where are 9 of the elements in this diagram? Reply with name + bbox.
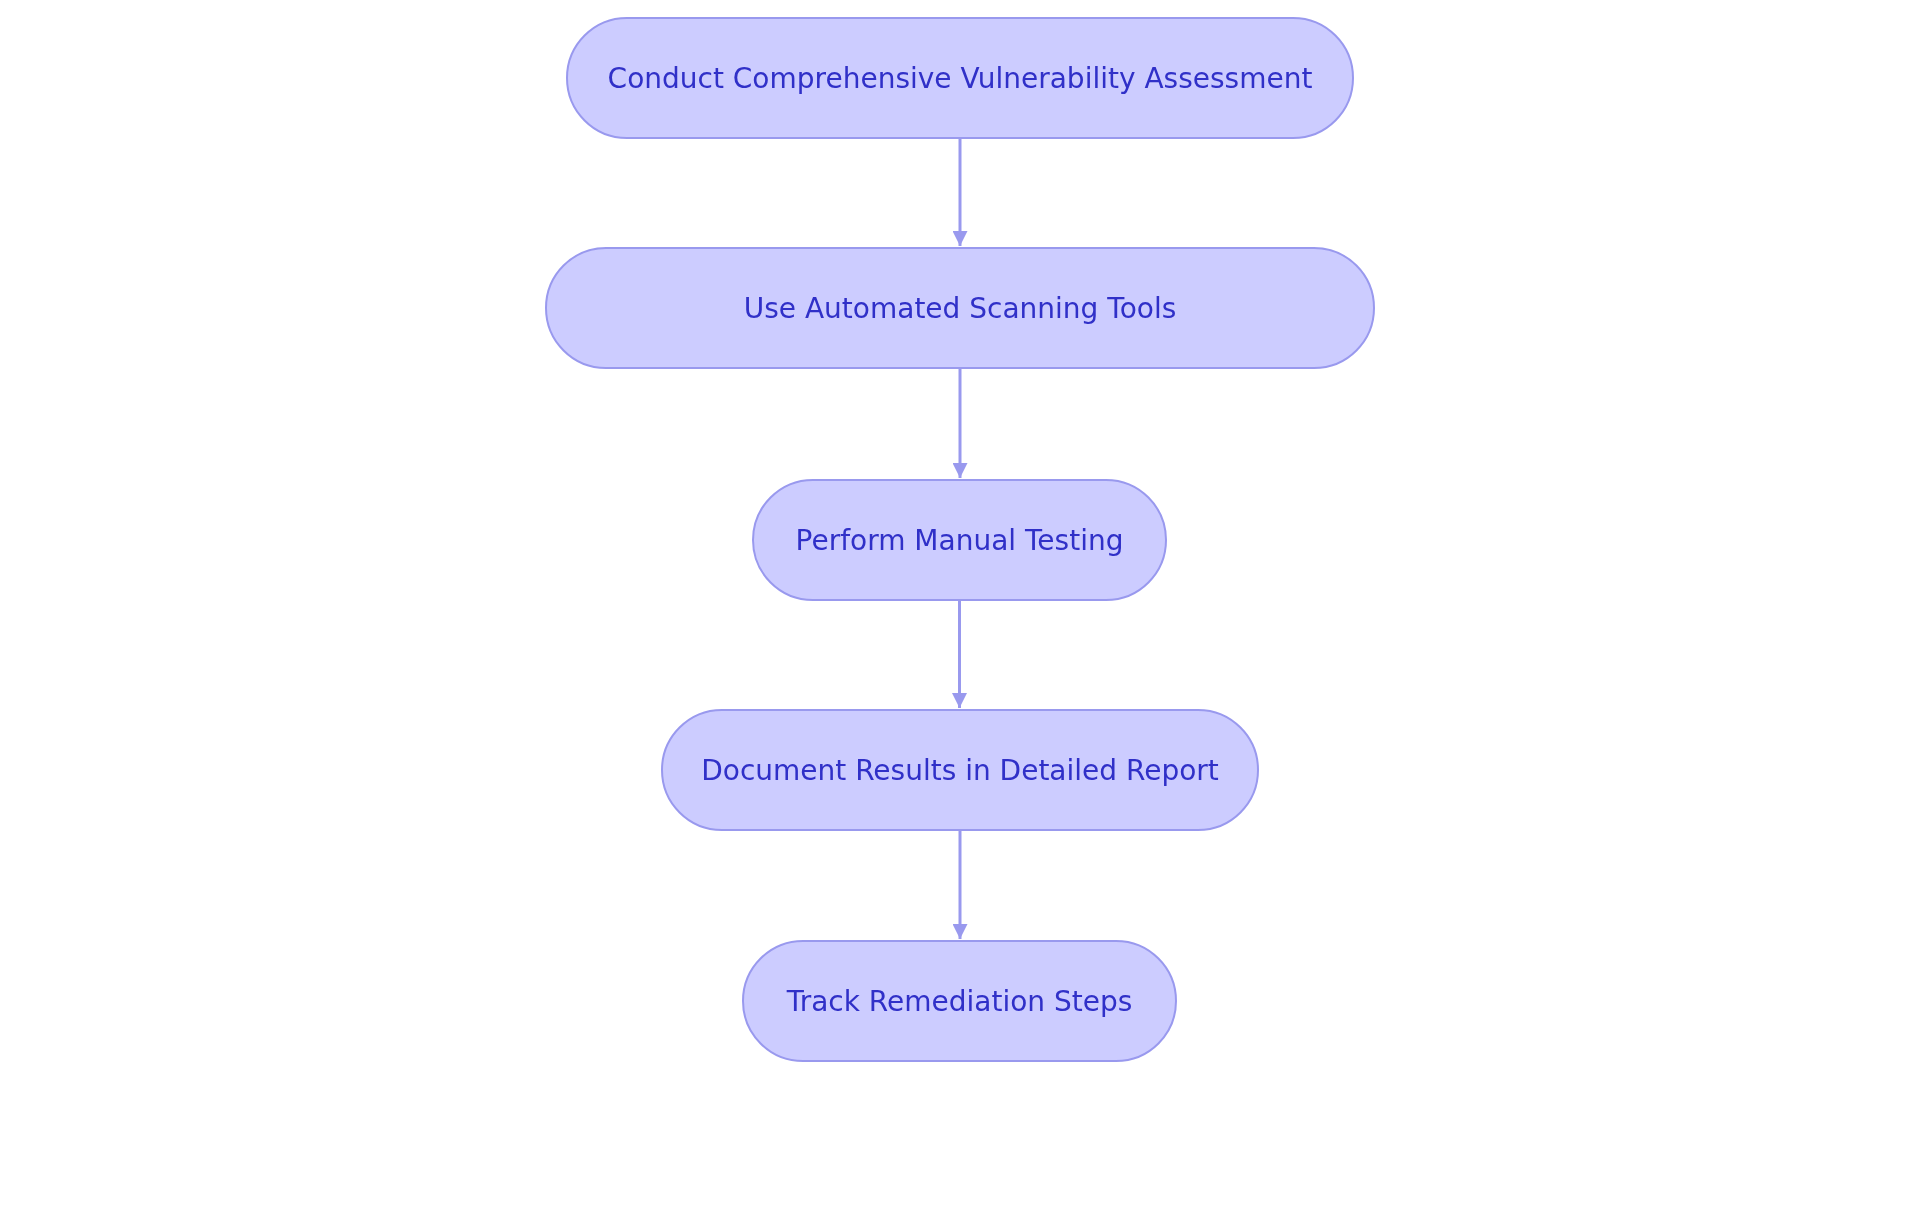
arrow [952,369,968,478]
step-label: Use Automated Scanning Tools [743,291,1177,325]
arrow [952,139,968,246]
step-label: Conduct Comprehensive Vulnerability Assessment [607,61,1313,95]
step-label: Perform Manual Testing [795,523,1124,557]
arrow [952,601,967,708]
step-label: Document Results in Detailed Report [701,753,1219,787]
arrow [952,831,968,939]
step-label: Track Remediation Steps [786,984,1133,1018]
